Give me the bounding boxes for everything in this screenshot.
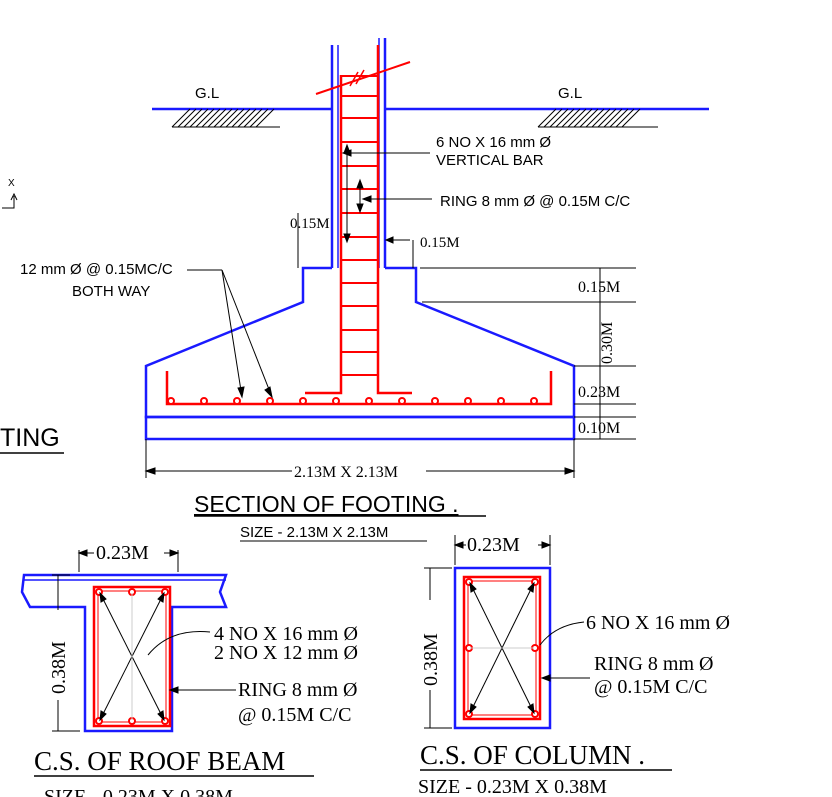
roof-beam-section: 0.23M 0.38M 4 NO X 16 mm Ø 2 NO X 12 mm … — [20, 542, 358, 797]
beam-ring-label-1: RING 8 mm Ø — [238, 679, 357, 701]
ground-line-right — [385, 107, 709, 128]
footing-outline — [144, 266, 576, 419]
beam-width-dim: 0.23M — [96, 542, 149, 564]
column-bars-label: 6 NO X 16 mm Ø — [586, 612, 730, 634]
column-size: SIZE - 0.23M X 0.38M — [418, 776, 607, 797]
vertical-bar-leader — [341, 143, 430, 244]
ground-line-left — [152, 107, 332, 128]
footing-title: SECTION OF FOOTING . — [194, 491, 459, 517]
bottom-mesh — [165, 371, 553, 406]
column-ring — [462, 575, 542, 721]
right-dimensions — [420, 267, 636, 440]
beam-ties — [99, 591, 165, 722]
beam-ring-label-2: @ 0.15M C/C — [238, 704, 351, 726]
mesh-label-2: BOTH WAY — [72, 283, 150, 300]
break-line — [315, 61, 411, 95]
dim-015-left: 0.15M — [290, 216, 330, 232]
gl-right-label: G.L — [558, 85, 582, 102]
width-dimension — [144, 439, 576, 478]
partial-title: TING — [0, 424, 60, 452]
mesh-label-1: 12 mm Ø @ 0.15MC/C — [20, 261, 173, 278]
dim-030: 0.30M — [599, 322, 616, 364]
axis-icon — [2, 192, 18, 209]
column-outline — [453, 566, 552, 730]
ring-label: RING 8 mm Ø @ 0.15M C/C — [440, 193, 630, 210]
column-ring-label-1: RING 8 mm Ø — [594, 653, 713, 675]
column-dimensions — [424, 535, 552, 729]
column-section: 0.23M 0.38M 6 NO X 16 mm Ø RING 8 mm Ø @… — [418, 534, 730, 797]
column-title: C.S. OF COLUMN . — [420, 740, 645, 770]
column-ring-label-2: @ 0.15M C/C — [594, 676, 707, 698]
beam-outline — [20, 573, 228, 733]
dim-015-step: 0.15M — [578, 279, 620, 296]
gl-left-label: G.L — [195, 85, 219, 102]
beam-title: C.S. OF ROOF BEAM — [34, 746, 285, 776]
beam-bars-label-1: 4 NO X 16 mm Ø — [214, 623, 358, 645]
footing-section: G.L G.L — [0, 38, 709, 542]
beam-bars-label-2: 2 NO X 12 mm Ø — [214, 642, 358, 664]
beam-dimensions — [52, 549, 180, 732]
offset-leaders — [297, 213, 414, 268]
dim-width: 2.13M X 2.13M — [294, 464, 398, 481]
pcc-bed — [144, 415, 576, 441]
ring-leader — [356, 178, 432, 214]
dim-010: 0.10M — [578, 420, 620, 437]
axis-label: X — [8, 178, 15, 189]
beam-depth-dim: 0.38M — [48, 641, 70, 694]
column-vertical-bars — [305, 45, 412, 395]
beam-leaders — [147, 630, 236, 694]
column-leaders — [539, 621, 590, 682]
footing-size: SIZE - 2.13M X 2.13M — [240, 524, 388, 541]
dim-023: 0.23M — [578, 384, 620, 401]
column-width-dim: 0.23M — [467, 534, 520, 556]
column-depth-dim: 0.38M — [420, 633, 442, 686]
beam-bars — [95, 588, 169, 725]
dim-015-right: 0.15M — [420, 235, 460, 251]
mesh-leader — [187, 269, 273, 399]
column-ties — [469, 581, 535, 715]
beam-stirrup — [92, 585, 172, 728]
vertical-bar-label-2: VERTICAL BAR — [436, 152, 544, 169]
beam-size: SIZE - 0.23M X 0.38M — [44, 786, 233, 797]
vertical-bar-label-1: 6 NO X 16 mm Ø — [436, 134, 551, 151]
